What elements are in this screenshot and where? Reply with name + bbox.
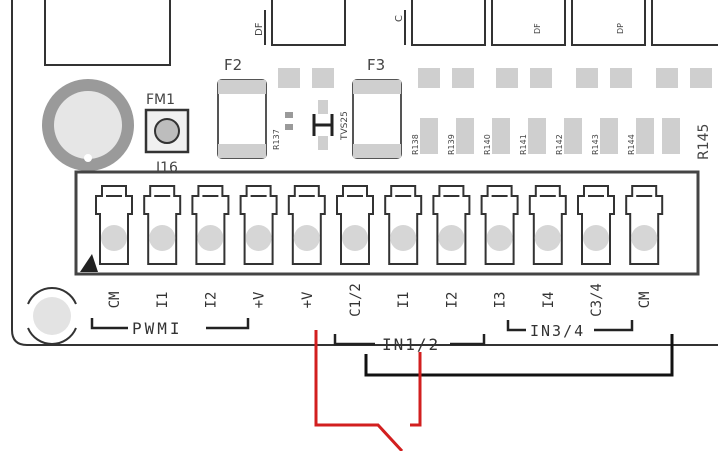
terminal-slot (432, 185, 471, 265)
terminal-label: C1/2 (348, 283, 364, 317)
terminal-slot (143, 185, 182, 265)
terminal-slot (384, 185, 423, 265)
terminal-block (74, 170, 700, 276)
fuse-f2 (217, 79, 267, 159)
in12-bracket (333, 334, 486, 346)
terminal-slot (95, 185, 133, 265)
f2-label: F2 (224, 56, 242, 74)
board-outline (11, 0, 718, 346)
terminal-label: I2 (444, 292, 460, 309)
status-led (27, 287, 77, 345)
resistor-labels: R138 R139 R140 R141 R142 R143 R144 (411, 134, 636, 155)
terminal-label: CM (637, 292, 653, 309)
resistor-label: R138 (411, 134, 420, 155)
terminal-slot (336, 185, 374, 265)
terminal-label: CM (107, 292, 123, 309)
resistor-label: R140 (483, 134, 492, 155)
f3-label: F3 (367, 56, 385, 74)
black-wire (364, 334, 674, 377)
r145-label: R145 (696, 124, 712, 160)
fm1-label: FM1 (146, 92, 175, 108)
terminal-label: C3/4 (589, 283, 605, 317)
pad-row (278, 68, 712, 88)
in34-bracket (506, 320, 634, 332)
pwmi-bracket (90, 318, 250, 330)
diode-tvs25 (312, 100, 334, 150)
red-wire (314, 330, 422, 451)
terminal-slot (239, 185, 278, 265)
buzzer (42, 79, 134, 171)
relay-mark-4: DP (616, 23, 625, 34)
terminal-label: I2 (203, 292, 219, 309)
resistor-label: R141 (519, 134, 528, 155)
relay-mark-1: DF (254, 22, 265, 36)
in34-label: IN3/4 (530, 322, 585, 340)
relay-mark-2: C (394, 15, 405, 22)
relay-housings (264, 0, 718, 46)
resistor-label: R143 (591, 134, 600, 155)
terminal-slot (287, 185, 326, 265)
terminal-labels: CM I1 I2 +V +V C1/2 I1 I2 I3 I4 C3/4 CM (107, 283, 653, 317)
terminal-slot (480, 185, 519, 265)
terminal-label: +V (252, 291, 268, 308)
resistor-label: R144 (627, 134, 636, 155)
in12-label: IN1/2 (382, 335, 440, 354)
terminal-label: I1 (155, 292, 171, 309)
tvs25-label: TVS25 (340, 111, 350, 141)
terminal-label: I3 (493, 292, 509, 309)
resistor-array (420, 118, 680, 154)
r137-label: R137 (272, 129, 281, 150)
fuse-f3 (352, 79, 402, 159)
terminal-slot (191, 185, 230, 265)
relay-marks: DF C DF DP (254, 15, 625, 36)
relay-mark-3: DF (533, 23, 542, 34)
resistor-label: R139 (447, 134, 456, 155)
resistor-r137 (285, 112, 293, 130)
resistor-label: R142 (555, 134, 564, 155)
terminal-label: +V (300, 291, 316, 308)
terminal-label: I1 (396, 292, 412, 309)
pwmi-label: PWMI (132, 319, 183, 338)
top-left-component (44, 0, 171, 66)
terminal-slot (577, 185, 615, 265)
fm1-button (144, 108, 190, 154)
terminal-slots (95, 185, 664, 265)
terminal-slot (625, 185, 664, 265)
terminal-slot (528, 185, 567, 265)
terminal-label: I4 (541, 292, 557, 309)
